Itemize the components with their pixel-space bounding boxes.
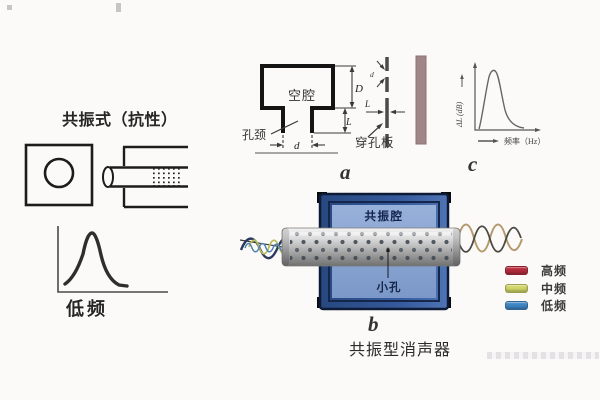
side-view-chamber-and-perforated-pipe bbox=[102, 145, 188, 209]
y-axis-label: ΔL (dB) bbox=[455, 101, 464, 128]
x-axis-label-group: 频率（Hz） bbox=[478, 136, 545, 146]
diagram-a-helmholtz-resonator: 空腔 D L d 孔颈 bbox=[242, 55, 427, 154]
diagram-b-letter: b bbox=[368, 312, 379, 336]
left-panel-title: 共振式（抗性） bbox=[62, 112, 178, 129]
plate-thickness-label: L bbox=[364, 99, 370, 109]
dimension-D bbox=[335, 65, 356, 109]
diagram-c-attenuation-plot: ΔL (dB) 频率（Hz） bbox=[455, 62, 545, 146]
perforated-pipe bbox=[281, 227, 461, 267]
dimension-L-neck-label: L bbox=[345, 117, 352, 128]
watermark bbox=[487, 352, 599, 359]
axes bbox=[57, 226, 168, 293]
legend-swatch-low bbox=[505, 301, 528, 310]
low-frequency-label: 低频 bbox=[66, 299, 108, 319]
axes bbox=[473, 62, 541, 132]
legend-label-high: 高频 bbox=[541, 264, 568, 278]
plate-thickness-dimension bbox=[366, 109, 405, 115]
perforated-plate-label: 穿孔板 bbox=[355, 135, 394, 150]
bell-curve bbox=[63, 231, 129, 288]
front-view-square-with-circle bbox=[24, 143, 94, 207]
legend-swatch-mid bbox=[505, 284, 528, 293]
low-frequency-attenuation-curve bbox=[57, 226, 168, 293]
dimension-d-neck-label: d bbox=[294, 140, 300, 152]
perforation-dots bbox=[153, 168, 180, 187]
dimension-L-neck bbox=[314, 108, 351, 134]
legend-row-mid: 中频 bbox=[505, 282, 568, 296]
speck bbox=[116, 3, 121, 12]
cavity-label: 空腔 bbox=[288, 88, 316, 103]
plate-hole-dimension bbox=[376, 60, 385, 88]
dimension-d-neck bbox=[270, 135, 325, 150]
legend-label-low: 低频 bbox=[541, 299, 568, 313]
frequency-legend: 高频 中频 低频 bbox=[505, 264, 568, 313]
resonance-peak-curve bbox=[478, 69, 525, 130]
neck-label: 孔颈 bbox=[242, 128, 266, 142]
chamber-label: 共振腔 bbox=[365, 209, 404, 223]
plate-pointer-arrow bbox=[367, 123, 383, 138]
diagram-c-letter: c bbox=[468, 152, 478, 176]
legend-row-low: 低频 bbox=[505, 299, 568, 313]
cavity-walls bbox=[260, 64, 335, 133]
holes-callout bbox=[386, 247, 390, 278]
outgoing-waves bbox=[457, 223, 523, 253]
resonator-cross-section-schematic bbox=[24, 143, 188, 209]
neck-pointer-line bbox=[270, 120, 299, 135]
legend-label-mid: 中频 bbox=[541, 282, 568, 296]
solid-panel-bar bbox=[415, 55, 427, 145]
dimension-D-label: D bbox=[354, 83, 363, 95]
diagram-b-resonant-muffler: 共振腔 小孔 bbox=[239, 192, 523, 311]
holes-label: 小孔 bbox=[376, 280, 402, 294]
speck bbox=[7, 5, 12, 10]
plate-hole-dimension-label: d bbox=[370, 70, 374, 79]
diagram-a-letter: a bbox=[340, 160, 351, 184]
legend-swatch-high bbox=[505, 266, 528, 275]
x-axis-label: 频率（Hz） bbox=[504, 136, 545, 146]
legend-row-high: 高频 bbox=[505, 264, 568, 278]
figure-caption: 共振型消声器 bbox=[348, 342, 451, 359]
y-axis-label-group: ΔL (dB) bbox=[455, 74, 464, 128]
